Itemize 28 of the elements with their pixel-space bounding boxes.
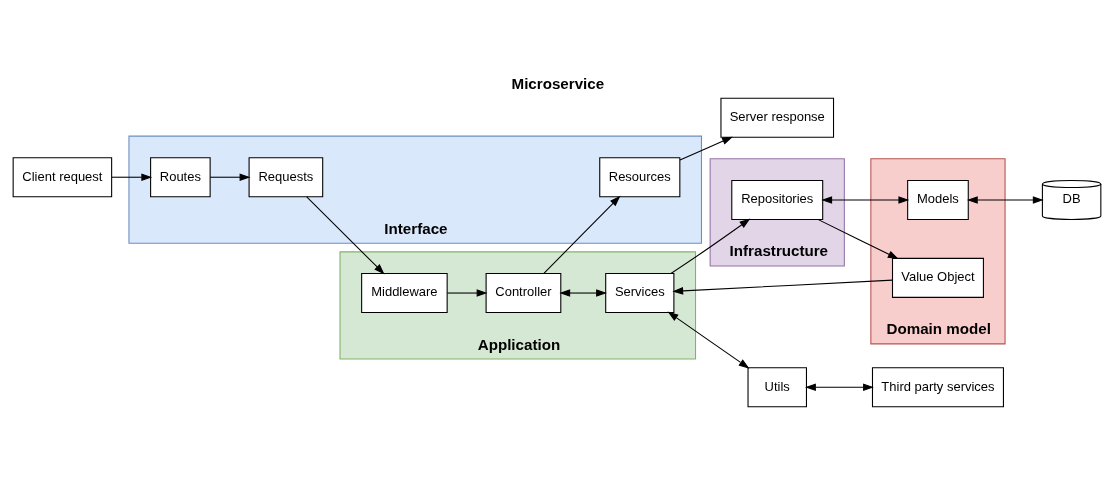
- node-box: Third party services: [871, 366, 1004, 407]
- arrow: [306, 195, 385, 274]
- arrow: [446, 288, 488, 297]
- node-box: Repositories: [731, 179, 824, 220]
- node-box: Controller: [485, 272, 562, 313]
- arrow: [966, 195, 1044, 204]
- node-box: Client request: [12, 156, 113, 197]
- node-box: Utils: [747, 366, 807, 407]
- node-box: Routes: [150, 156, 211, 197]
- node-box: Server response: [720, 97, 835, 138]
- arrow: [821, 195, 910, 204]
- diagram-title: Microservice: [511, 74, 605, 92]
- node-box: Services: [605, 272, 675, 313]
- node-box: Middleware: [361, 272, 448, 313]
- node-box: Resources: [599, 156, 681, 197]
- arrow: [209, 172, 251, 181]
- node-box: Value Object: [891, 257, 984, 298]
- arrow: [672, 279, 893, 295]
- arrow: [111, 172, 153, 181]
- arrow: [559, 288, 607, 297]
- arrow: [679, 136, 733, 161]
- node-box: Requests: [248, 156, 324, 197]
- arrow: [543, 195, 621, 274]
- arrow: [805, 382, 874, 391]
- arrow: [670, 218, 751, 274]
- arrow: [667, 311, 750, 369]
- arrow: [817, 218, 899, 259]
- node-box: Models: [907, 179, 969, 220]
